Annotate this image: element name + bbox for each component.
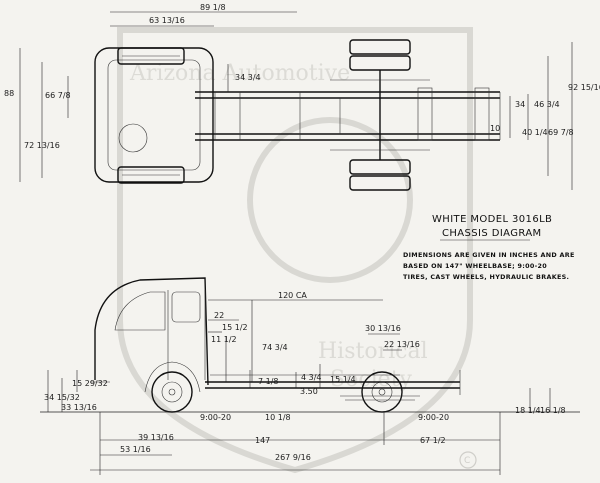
dim-33: 33 13/16 [61,403,97,412]
dim-34-rear: 34 [515,100,525,109]
side-door-window [171,291,201,323]
dim-34-left: 34 15/32 [44,393,80,402]
watermark-text-line1: Historical [318,339,428,364]
dim-4: 4 3/4 [301,373,322,382]
side-windshield [114,291,166,331]
dim-92: 92 15/16 [568,83,600,92]
dim-overall-267: 267 9/16 [275,453,311,462]
dim-66: 66 7/8 [45,91,71,100]
title-line1: WHITE MODEL 3016LB [432,214,552,225]
side-cab-outline [94,277,209,386]
dim-15: 15 1/2 [222,323,248,332]
dim-3-50: 3.50 [300,387,318,396]
dim-30: 30 13/16 [365,324,401,333]
dim-15-frame: 15 1/4 [330,375,356,384]
plan-steering-wheel [118,123,148,153]
dim-11: 11 1/2 [211,335,237,344]
dim-53: 53 1/16 [120,445,151,454]
side-front-wheel [151,371,193,413]
dim-16: 16 1/8 [540,406,566,415]
dim-69: 69 7/8 [548,128,574,137]
dim-74: 74 3/4 [262,343,288,352]
plan-view [19,11,573,191]
dim-34-top: 34 3/4 [235,73,261,82]
dim-7: 7 1/8 [258,377,279,386]
dim-wheelbase-147: 147 [255,436,270,445]
plan-rear-wheel-bottom-outer [349,175,411,191]
dim-120-ca: 120 CA [278,291,307,300]
plan-rear-wheel-top-outer [349,39,411,55]
dim-22-rear: 22 13/16 [384,340,420,349]
dim-22-cab: 22 [214,311,224,320]
plan-differential [417,87,433,141]
dim-18: 18 1/4 [515,406,541,415]
note-line3: TIRES, CAST WHEELS, HYDRAULIC BRAKES. [403,273,569,281]
dim-10: 10 [490,124,500,133]
dim-overall-length-left: 88 [4,89,14,98]
dim-10-ground: 10 1/8 [265,413,291,422]
plan-rear-wheel-top-inner [349,55,411,71]
plan-front-wheel-top [117,47,185,65]
note-line2: BASED ON 147" WHEELBASE; 9:00-20 [403,262,547,270]
side-view [40,277,580,475]
copyright-mark [459,451,477,469]
plan-front-wheel-bottom [117,166,185,184]
dim-40: 40 1/4 [522,128,548,137]
dim-67: 67 1/2 [420,436,446,445]
watermark-shield: Arizona Automotive Historical Society [117,27,473,474]
dim-cab-width: 63 13/16 [149,16,185,25]
dim-72: 72 13/16 [24,141,60,150]
tire-front: 9:00-20 [200,413,231,422]
note-line1: DIMENSIONS ARE GIVEN IN INCHES AND ARE [403,251,575,259]
title-line2: CHASSIS DIAGRAM [442,228,542,239]
dim-15-left: 15 29/32 [72,379,108,388]
copyright-symbol: C [464,456,470,466]
watermark-text-top: Arizona Automotive [129,61,350,86]
dim-overall-width-top: 89 1/8 [200,3,226,12]
dim-39: 39 13/16 [138,433,174,442]
tire-rear: 9:00-20 [418,413,449,422]
dim-46: 46 3/4 [534,100,560,109]
